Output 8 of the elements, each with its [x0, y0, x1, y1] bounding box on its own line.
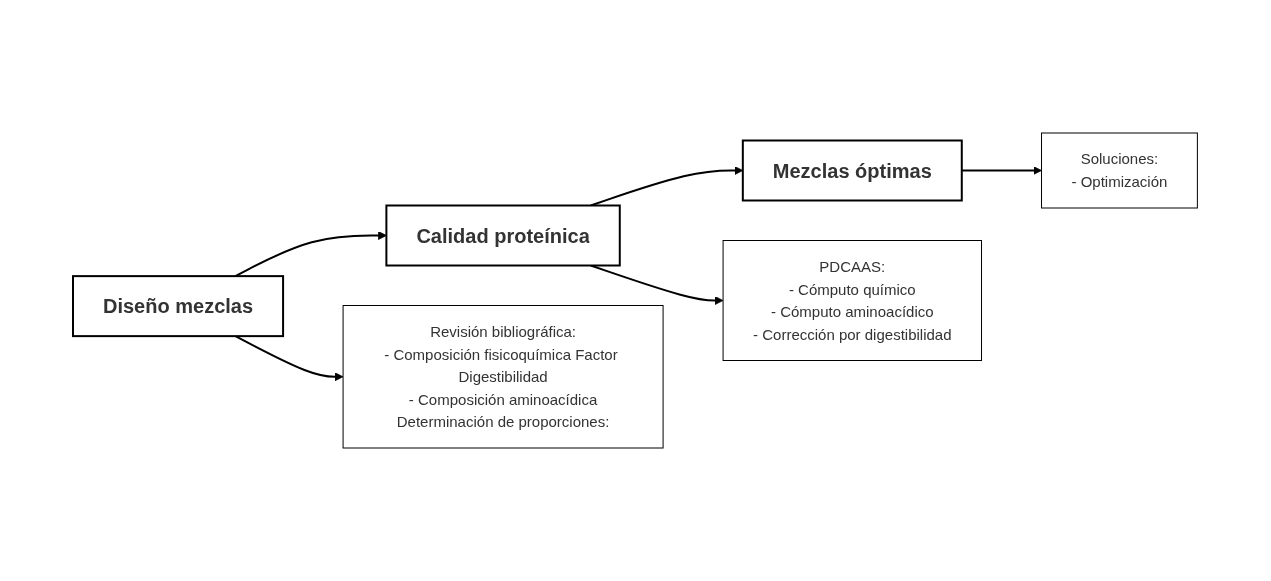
node-box: Soluciones: - Optimización [1041, 132, 1199, 209]
arrow [590, 166, 744, 207]
arrow [234, 335, 344, 382]
node-box: Mezclas óptimas [742, 139, 964, 202]
node-box: Calidad proteínica [385, 204, 622, 267]
node-box: Revisión bibliográfica: - Composición fisicoquímica Factor Digestibilidad - Composición aminoacídica Determinación de proporciones: [342, 305, 664, 449]
node-box: PDCAAS: - Cómputo químico - Cómputo aminoacídico - Corrección por digestibilidad [722, 240, 983, 361]
node-box: Diseño mezclas [72, 275, 285, 338]
